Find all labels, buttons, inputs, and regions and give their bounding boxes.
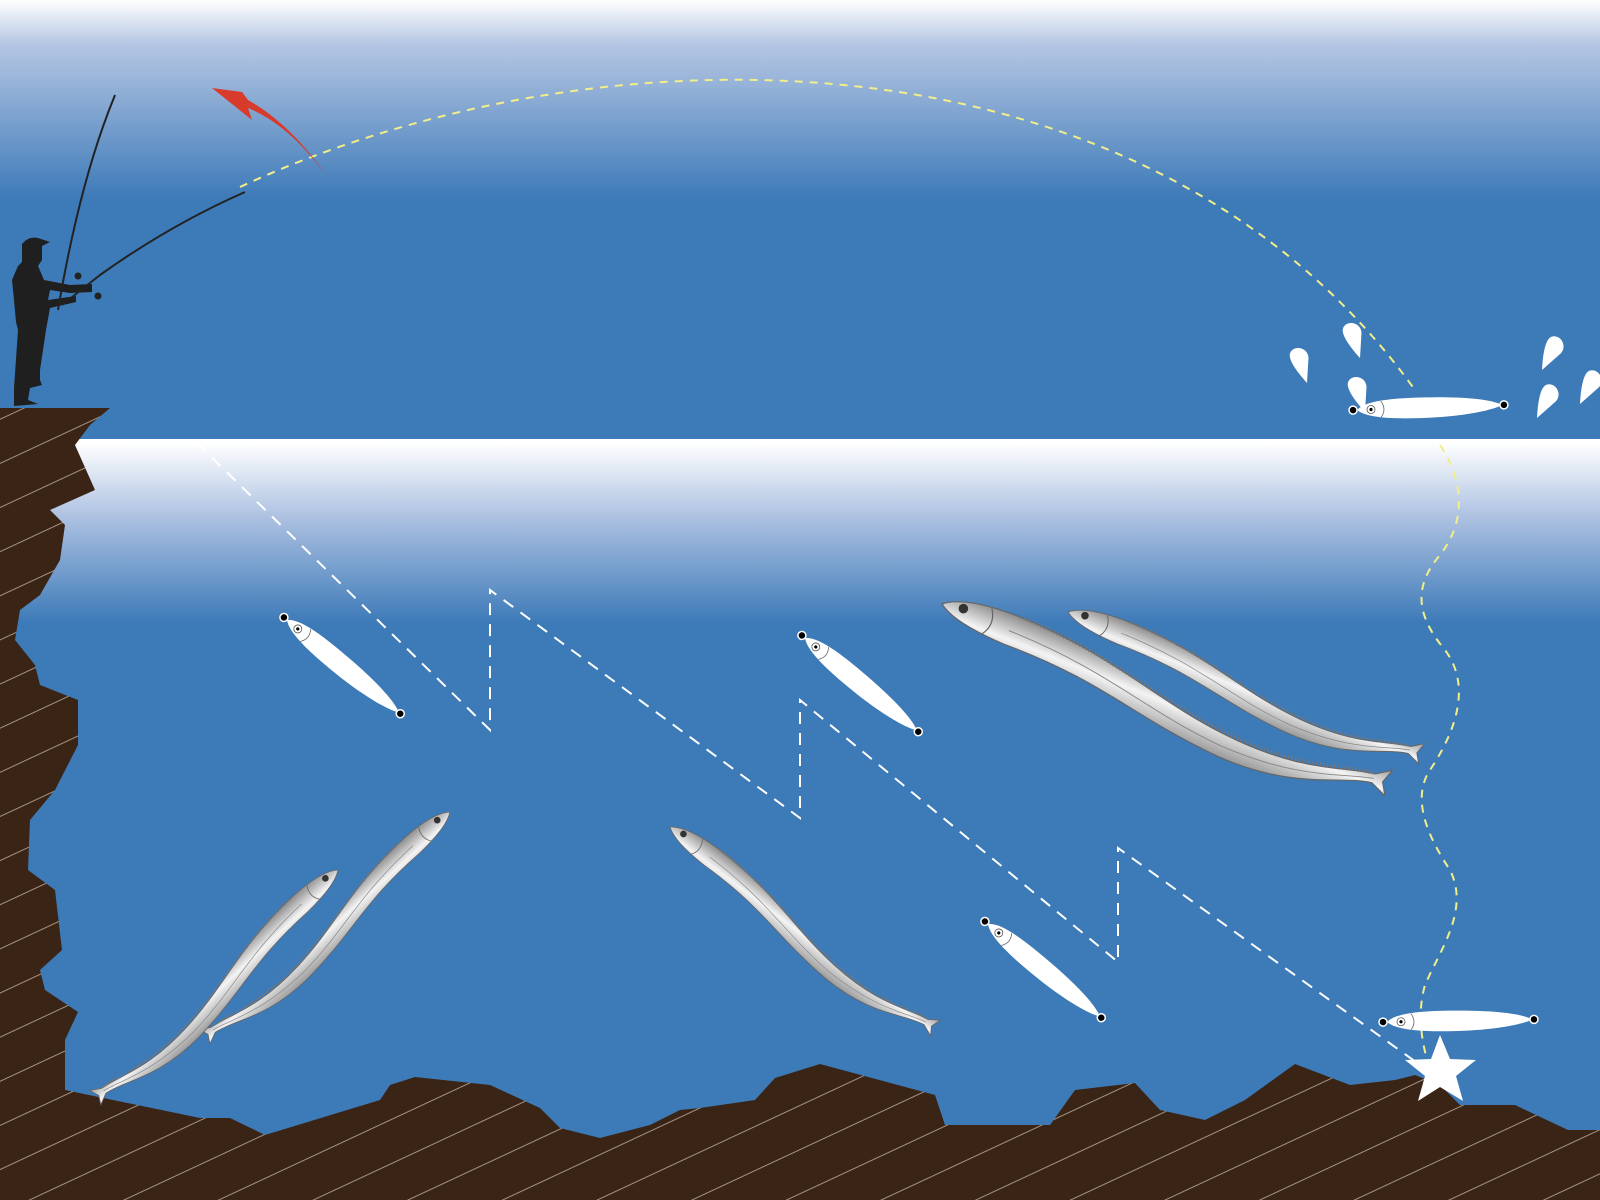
sky-background [0,0,1600,443]
water-surface-line [0,439,1600,443]
cast-arrow-icon [212,88,328,178]
angler-silhouette-icon [12,237,92,406]
seabed [0,1064,1600,1200]
jig-retrieve-path [196,442,1421,1066]
fishing-rod-icon [57,94,246,311]
rocky-cliff [0,408,110,1090]
bottom-star-icon [1405,1035,1476,1101]
cast-trajectory-line [239,78,1416,391]
